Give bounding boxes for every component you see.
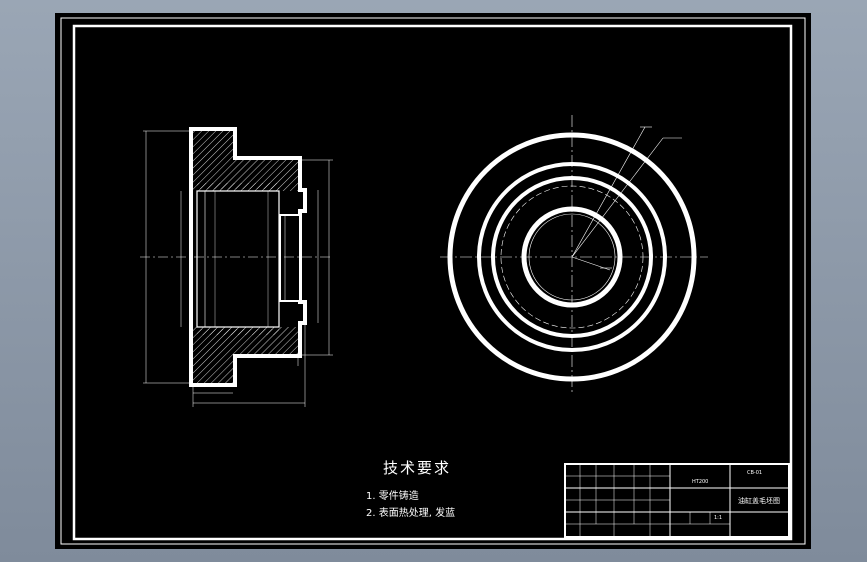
tech-requirements-title: 技术要求 [383, 459, 452, 477]
title-block [564, 463, 790, 538]
title-block-part-name: 油缸盖毛坯图 [738, 497, 780, 505]
title-block-scale: 1:1 [714, 515, 723, 521]
outer-border [60, 17, 806, 545]
tech-requirement-item-1: 1. 零件铸造 [366, 491, 419, 502]
section-view [140, 127, 333, 407]
title-block-drawing-no: HT200 [692, 479, 709, 485]
inner-border [72, 24, 793, 541]
tech-requirement-item-2: 2. 表面热处理, 发蓝 [366, 508, 456, 519]
title-block-code: CB-01 [747, 470, 763, 476]
front-view [440, 115, 708, 395]
